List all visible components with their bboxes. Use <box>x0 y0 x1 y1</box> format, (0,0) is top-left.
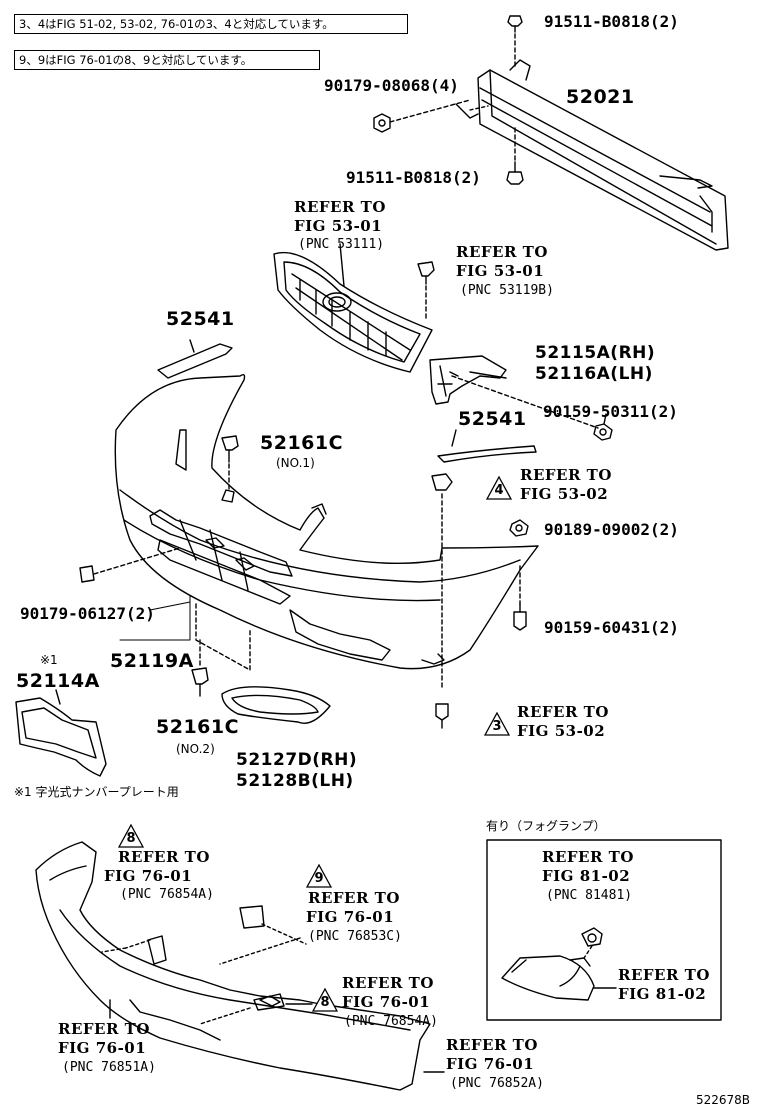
ref-spoiler-right-2: FIG 76-01 <box>446 1055 535 1073</box>
ref-tri9-3: (PNC 76853C) <box>308 929 402 944</box>
part-90159-50311: 90159-50311(2) <box>543 402 678 421</box>
part-52161c-no1-sub: (NO.1) <box>276 456 315 470</box>
ref-tri4-2: FIG 53-02 <box>520 485 609 503</box>
part-52116a: 52116A(LH) <box>535 364 653 384</box>
callout-triangle-3: 3 <box>484 712 510 736</box>
part-52115a: 52115A(RH) <box>535 343 656 363</box>
ref-clip-2: FIG 53-01 <box>456 262 545 280</box>
callout-triangle-8-lower: 8 <box>312 988 338 1012</box>
callout-triangle-9-label: 9 <box>314 871 324 886</box>
clip-76854a-lower <box>253 993 285 1011</box>
ref-grille-2: FIG 53-01 <box>294 217 383 235</box>
fog-cover-52127d <box>221 686 331 724</box>
ref-fog-bulb-1: REFER TO <box>542 848 634 866</box>
clip-76853c <box>239 905 265 929</box>
ref-tri8b-3: (PNC 76854A) <box>344 1014 438 1029</box>
bumper-cover <box>114 373 539 670</box>
bracket-52115a <box>429 355 599 429</box>
ref-tri8a-1: REFER TO <box>118 848 210 866</box>
part-52021: 52021 <box>566 86 635 108</box>
ref-spoiler-left-2: FIG 76-01 <box>58 1039 147 1057</box>
part-52541-lower: 52541 <box>458 408 527 430</box>
ref-fog-lamp-2: FIG 81-02 <box>618 985 707 1003</box>
bolt-90159-50311 <box>593 413 613 441</box>
callout-triangle-3-label: 3 <box>492 719 502 734</box>
callout-triangle-9: 9 <box>306 864 332 888</box>
note-text-1: 3、4はFIG 51-02, 53-02, 76-01の3、4と対応しています。 <box>19 17 334 31</box>
ref-tri8b-2: FIG 76-01 <box>342 993 431 1011</box>
part-90179-06127: 90179-06127(2) <box>20 604 155 623</box>
ref-tri8b-1: REFER TO <box>342 974 434 992</box>
ref-spoiler-left-1: REFER TO <box>58 1020 150 1038</box>
ref-tri8a-3: (PNC 76854A) <box>120 887 214 902</box>
retainer-52541-upper <box>157 343 233 379</box>
callout-triangle-8-lower-label: 8 <box>320 995 330 1010</box>
part-52161c-no1: 52161C <box>260 432 344 454</box>
nut-90179-08068 <box>373 99 479 133</box>
ref-tri9-1: REFER TO <box>308 889 400 907</box>
ref-clip-1: REFER TO <box>456 243 548 261</box>
callout-triangle-8-upper: 8 <box>118 824 144 848</box>
fog-lamp-box <box>486 839 722 1021</box>
ref-spoiler-right-3: (PNC 76852A) <box>450 1076 544 1091</box>
note-box-2: 9、9はFIG 76-01の8、9と対応しています。 <box>14 50 320 70</box>
ref-spoiler-right-1: REFER TO <box>446 1036 538 1054</box>
fog-lamp <box>501 955 617 1001</box>
ref-spoiler-left-3: (PNC 76851A) <box>62 1060 156 1075</box>
ref-fog-bulb-2: FIG 81-02 <box>542 867 631 885</box>
ref-fog-bulb-3: (PNC 81481) <box>546 888 633 903</box>
license-bracket-52114a <box>15 689 107 777</box>
note-text-2: 9、9はFIG 76-01の8、9と対応しています。 <box>19 53 253 67</box>
fog-lamp-header: 有り（フォグランプ） <box>486 819 606 833</box>
part-91511-b0818-top: 91511-B0818(2) <box>544 12 679 31</box>
part-52541-upper: 52541 <box>166 308 235 330</box>
part-90179-08068: 90179-08068(4) <box>324 76 459 95</box>
part-90159-60431: 90159-60431(2) <box>544 618 679 637</box>
note-box-1: 3、4はFIG 51-02, 53-02, 76-01の3、4と対応しています。 <box>14 14 408 34</box>
callout-triangle-4: 4 <box>486 476 512 500</box>
ref-clip-3: (PNC 53119B) <box>460 283 554 298</box>
radiator-grille <box>273 243 433 373</box>
ref-tri8a-2: FIG 76-01 <box>104 867 193 885</box>
bolt-91511-top <box>507 15 523 69</box>
callout-triangle-4-label: 4 <box>494 483 504 498</box>
retainer-52541-lower <box>437 445 537 463</box>
part-52161c-no2-sub: (NO.2) <box>176 742 215 756</box>
ref-grille-1: REFER TO <box>294 198 386 216</box>
part-52128b: 52128B(LH) <box>236 771 354 791</box>
ref-tri9-2: FIG 76-01 <box>306 908 395 926</box>
grille-clip-53119b <box>417 261 435 319</box>
clip-52161c-no2 <box>191 639 209 697</box>
lower-spoiler <box>35 841 431 1091</box>
part-52114a: 52114A <box>16 670 100 692</box>
nut-90189-09002 <box>509 519 529 537</box>
part-90189-09002: 90189-09002(2) <box>544 520 679 539</box>
fog-bulb <box>581 927 603 959</box>
part-52119a: 52119A <box>110 650 194 672</box>
ref-tri3-1: REFER TO <box>517 703 609 721</box>
callout-triangle-8-upper-label: 8 <box>126 831 136 846</box>
bolt-fig53-02-lower <box>435 703 449 729</box>
ref-tri4-1: REFER TO <box>520 466 612 484</box>
bumper-reinforcement <box>477 59 729 251</box>
part-91511-b0818-bottom: 91511-B0818(2) <box>346 168 481 187</box>
part-52127d: 52127D(RH) <box>236 750 358 770</box>
part-52161c-no2: 52161C <box>156 716 240 738</box>
plate-note: ※1 字光式ナンバープレート用 <box>14 785 179 799</box>
star-mark: ※1 <box>40 653 58 667</box>
ref-grille-3: (PNC 53111) <box>298 237 385 252</box>
bolt-91511-bottom <box>506 127 524 185</box>
clip-fig53-02-upper <box>431 473 453 691</box>
figure-code: 522678B <box>696 1093 751 1107</box>
ref-fog-lamp-1: REFER TO <box>618 966 710 984</box>
clip-52161c-no1 <box>221 435 239 491</box>
nut-90179-06127 <box>79 547 181 583</box>
bolt-90159-60431 <box>513 565 527 631</box>
ref-tri3-2: FIG 53-02 <box>517 722 606 740</box>
